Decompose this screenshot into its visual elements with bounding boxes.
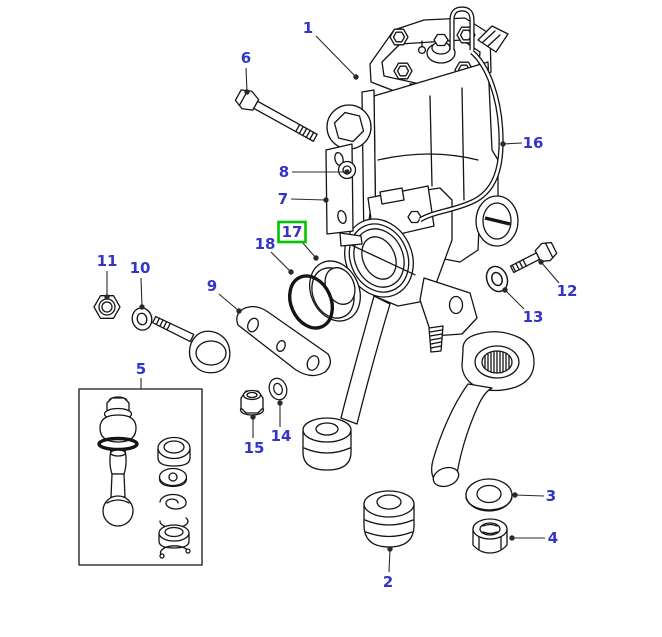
callout-2-dot — [387, 546, 393, 552]
bush-upper-illustration — [302, 417, 352, 471]
callout-13-label[interactable]: 13 — [523, 308, 544, 326]
callout-6-dot — [244, 89, 250, 95]
callout-10-leader — [140, 277, 143, 308]
callout-12-leader — [540, 261, 560, 284]
callout-1-label[interactable]: 1 — [303, 19, 313, 37]
long-bolt-illustration — [234, 89, 318, 142]
washer-3-illustration — [465, 478, 513, 512]
nut-4-illustration — [472, 518, 508, 554]
callout-4-label[interactable]: 4 — [548, 529, 558, 547]
callout-15-label[interactable]: 15 — [244, 439, 265, 457]
callout-17-label[interactable]: 17 — [282, 223, 303, 241]
highlight-box — [277, 220, 307, 244]
bolt-12-illustration — [509, 241, 558, 274]
callout-16-label[interactable]: 16 — [523, 134, 544, 152]
callout-18-leader — [270, 251, 292, 273]
callout-14-dot — [277, 400, 283, 406]
nut-11-illustration — [93, 295, 121, 319]
o-ring-illustration — [287, 274, 335, 330]
callout-2-leader — [388, 548, 391, 573]
callout-7-label[interactable]: 7 — [278, 190, 288, 208]
callout-17-dot — [313, 255, 319, 261]
callout-11-label[interactable]: 11 — [97, 252, 118, 270]
callout-9-dot — [236, 308, 242, 314]
callout-11-dot — [104, 294, 110, 300]
callout-10-label[interactable]: 10 — [130, 259, 151, 277]
drop-arm-illustration — [431, 331, 535, 488]
callout-3-dot — [512, 492, 518, 498]
callout-16-leader — [502, 142, 523, 145]
steering-box-illustration — [326, 17, 519, 425]
lever-arm-illustration — [152, 305, 332, 377]
callout-12-dot — [538, 259, 544, 265]
ball-joint-kit-illustration — [78, 388, 203, 566]
callout-3-leader — [514, 494, 545, 497]
callout-18-label[interactable]: 18 — [255, 235, 276, 253]
callout-12-label[interactable]: 12 — [557, 282, 578, 300]
callout-1-dot — [353, 74, 359, 80]
callout-3-label[interactable]: 3 — [546, 487, 556, 505]
callout-14-label[interactable]: 14 — [271, 427, 292, 445]
callout-6-leader — [245, 67, 248, 93]
callout-17-leader — [301, 241, 317, 259]
callout-2-label[interactable]: 2 — [383, 573, 393, 591]
callout-9-leader — [218, 293, 240, 312]
callout-4-dot — [509, 535, 515, 541]
washer-14-illustration — [265, 375, 291, 403]
bush-lower-illustration — [363, 490, 415, 548]
fluid-pipe-illustration — [418, 6, 504, 223]
callout-7-dot — [323, 197, 329, 203]
nut-15-illustration — [239, 389, 265, 416]
callout-9-label[interactable]: 9 — [207, 277, 217, 295]
washer-10-illustration — [129, 305, 155, 333]
callout-15-dot — [250, 414, 256, 420]
callout-13-dot — [502, 287, 508, 293]
callout-1-leader — [315, 35, 357, 78]
callout-6-label[interactable]: 6 — [241, 49, 251, 67]
callout-8-dot — [344, 169, 350, 175]
callout-8-label[interactable]: 8 — [279, 163, 289, 181]
callout-18-dot — [288, 269, 294, 275]
callout-13-leader — [504, 289, 525, 310]
callout-7-leader — [290, 198, 327, 201]
callout-5-label[interactable]: 5 — [136, 360, 146, 378]
callout-10-dot — [139, 304, 145, 310]
callout-16-dot — [500, 141, 506, 147]
